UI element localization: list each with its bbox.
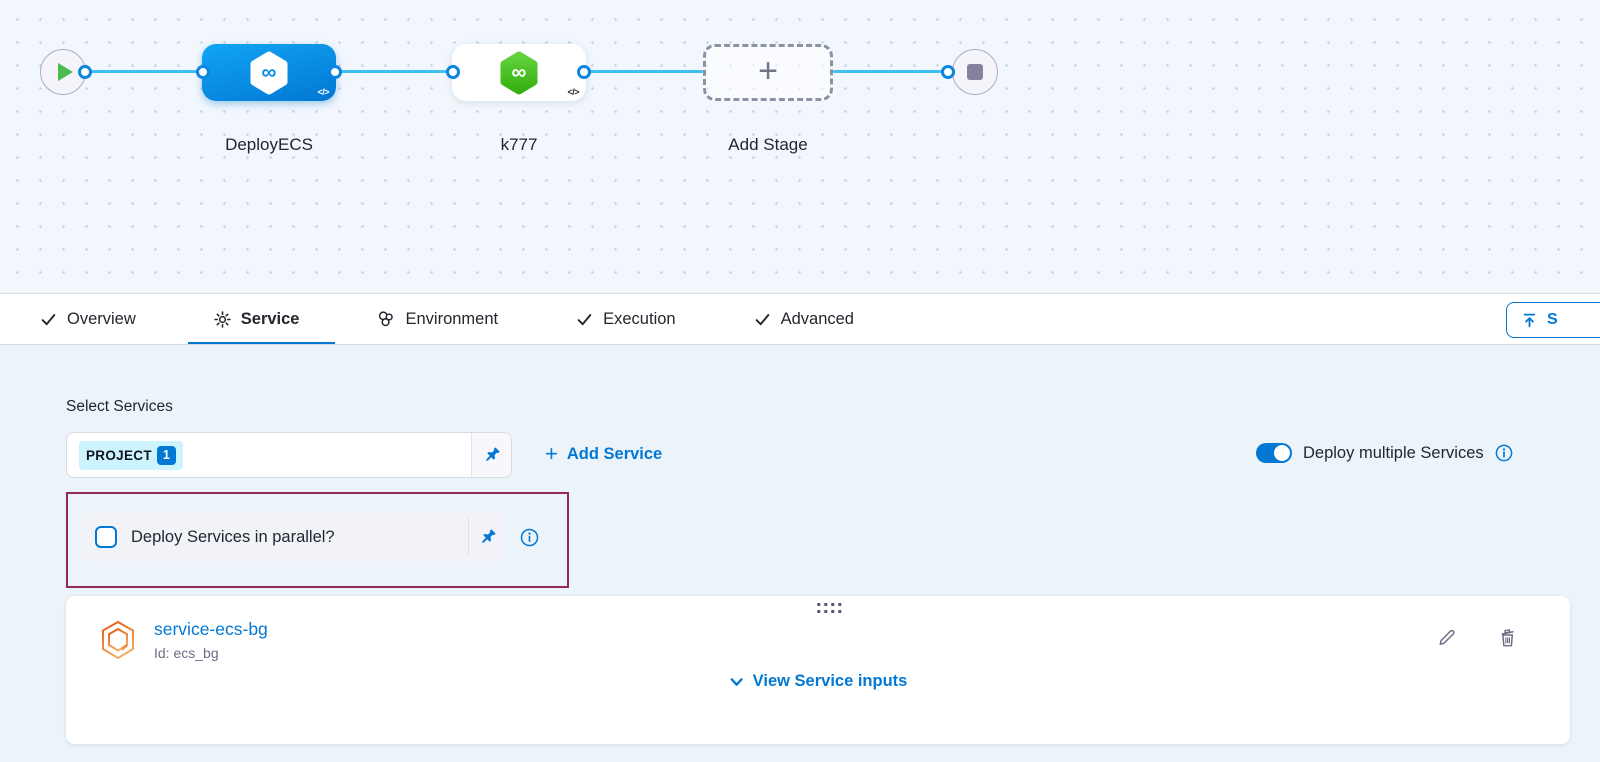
select-services-input[interactable]: PROJECT 1: [66, 432, 512, 478]
tab-execution[interactable]: Execution: [576, 294, 676, 344]
tab-overview[interactable]: Overview: [40, 294, 136, 344]
edge-port[interactable]: [941, 65, 955, 79]
chevron-down-icon: [730, 677, 743, 686]
edge-port[interactable]: [78, 65, 92, 79]
project-tag-count-badge: 1: [156, 445, 176, 465]
service-tab-panel: Select Services PROJECT 1 + Add Service …: [0, 345, 1600, 762]
pipeline-edge: [582, 70, 703, 73]
play-icon: [57, 63, 73, 81]
pipeline-edge: [833, 70, 952, 73]
deploy-parallel-label: Deploy Services in parallel?: [131, 527, 335, 546]
check-icon: [755, 313, 769, 325]
plus-icon: +: [545, 441, 558, 466]
view-service-inputs-button[interactable]: View Service inputs: [729, 672, 907, 691]
stage-node-deployecs[interactable]: ∞ </>: [202, 44, 336, 101]
pipeline-canvas[interactable]: ∞ </> ∞ </> + DeployECS k777 Add Stage: [0, 0, 1600, 293]
stage-label-deployecs: DeployECS: [225, 135, 313, 154]
service-card: service-ecs-bg Id: ecs_bg: [66, 596, 1570, 744]
upload-icon: [1523, 313, 1536, 327]
deploy-parallel-field: Deploy Services in parallel?: [79, 512, 506, 562]
stage-tabbar: Overview Service Environment Execution A…: [0, 293, 1600, 345]
check-icon: [577, 313, 592, 325]
trash-icon: [1501, 628, 1514, 647]
tab-environment[interactable]: Environment: [377, 294, 498, 344]
gear-icon: [214, 310, 231, 328]
pipeline-edge: [80, 70, 205, 73]
service-name-link[interactable]: service-ecs-bg: [154, 619, 268, 639]
edge-port[interactable]: [196, 65, 210, 79]
environment-icon: [379, 311, 394, 327]
add-service-button[interactable]: + Add Service: [545, 441, 663, 466]
pin-runtime-input-button[interactable]: [469, 528, 506, 546]
check-icon: [41, 313, 56, 325]
code-badge: </>: [317, 87, 329, 97]
select-services-label: Select Services: [66, 398, 173, 415]
pipeline-edge: [333, 70, 455, 73]
pencil-icon: [1439, 629, 1455, 645]
edge-port[interactable]: [328, 65, 342, 79]
tab-service[interactable]: Service: [187, 294, 336, 344]
drag-handle[interactable]: [817, 603, 842, 613]
stage-label-k777: k777: [500, 135, 538, 154]
deploy-parallel-checkbox[interactable]: [95, 526, 117, 548]
edit-service-button[interactable]: [1436, 627, 1457, 648]
tab-advanced[interactable]: Advanced: [754, 294, 854, 344]
harness-logo-icon: ∞: [496, 50, 542, 96]
stop-icon: [967, 64, 983, 80]
info-icon[interactable]: [1495, 444, 1513, 462]
deploy-multiple-services-row: Deploy multiple Services: [1256, 443, 1513, 463]
service-name-block: service-ecs-bg Id: ecs_bg: [154, 619, 268, 661]
pushpin-icon: [485, 447, 500, 462]
pushpin-icon: [481, 529, 496, 544]
annotation-highlight-box: [66, 492, 569, 588]
add-stage-button[interactable]: +: [703, 44, 833, 101]
pin-runtime-input-button[interactable]: [471, 433, 511, 477]
info-icon[interactable]: [520, 528, 539, 547]
delete-service-button[interactable]: [1497, 627, 1518, 648]
code-badge: </>: [567, 87, 579, 97]
edge-port[interactable]: [446, 65, 460, 79]
stage-node-k777[interactable]: ∞ </>: [452, 44, 586, 101]
deploy-multiple-services-label: Deploy multiple Services: [1303, 443, 1484, 462]
stage-label-add-stage: Add Stage: [728, 135, 808, 154]
project-scope-tag[interactable]: PROJECT 1: [79, 440, 183, 470]
deploy-multiple-services-toggle[interactable]: [1256, 443, 1292, 463]
save-button[interactable]: S: [1506, 302, 1600, 338]
edge-port[interactable]: [577, 65, 591, 79]
pipeline-end-node: [952, 49, 998, 95]
service-id-text: Id: ecs_bg: [154, 645, 219, 661]
harness-logo-icon: ∞: [246, 50, 292, 96]
service-hexagon-icon: [102, 620, 134, 660]
